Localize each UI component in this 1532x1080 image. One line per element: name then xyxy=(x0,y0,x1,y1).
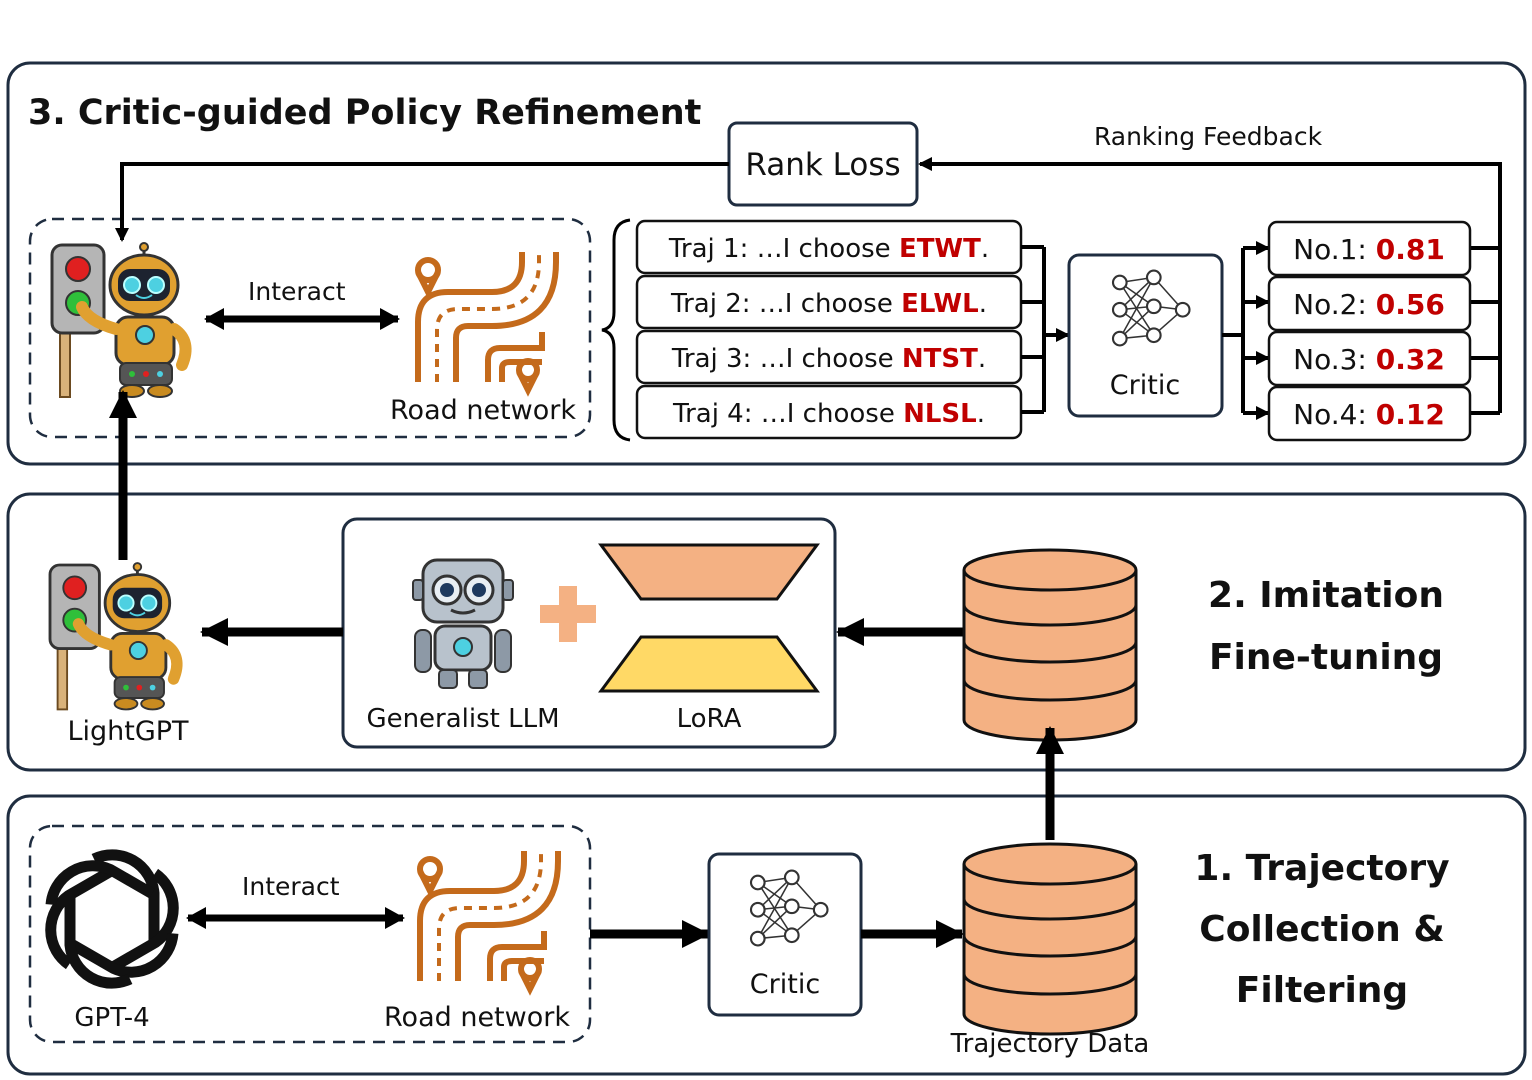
panel-trajectory-collection xyxy=(6,794,1527,1076)
rank-box-4 xyxy=(1267,385,1472,442)
panel2-title-line1: 2. Imitation xyxy=(1208,575,1444,616)
traj-text-2: Traj 2: …I choose ELWL. xyxy=(670,289,987,319)
lora-top-trapezoid xyxy=(598,543,820,601)
lightgpt-label: LightGPT xyxy=(67,716,189,747)
critic-label-top: Critic xyxy=(1110,370,1180,401)
trajectory-list: Traj 1: …I choose ETWT. Traj 2: …I choos… xyxy=(635,219,1023,440)
gpt4-logo-icon xyxy=(45,849,179,989)
traj-to-critic-connectors xyxy=(1021,245,1046,414)
traj-text-1: Traj 1: …I choose ETWT. xyxy=(668,234,989,264)
interact-label-top: Interact xyxy=(248,277,346,306)
traj-text-3: Traj 3: …I choose NTST. xyxy=(671,344,986,374)
lora-label: LoRA xyxy=(677,704,742,734)
feedback-line xyxy=(918,157,1502,250)
panel1-title-line1: 1. Trajectory xyxy=(1194,848,1449,889)
trajectory-data-label: Trajectory Data xyxy=(950,1029,1150,1059)
lightgpt-robot-icon-mid xyxy=(50,563,177,709)
critic-to-ranks-connectors xyxy=(1222,248,1245,413)
rank-text-1: No.1: 0.81 xyxy=(1293,233,1445,266)
road-network-label-top: Road network xyxy=(390,395,576,426)
generalist-llm-label: Generalist LLM xyxy=(366,704,559,734)
traj-text-4: Traj 4: …I choose NLSL. xyxy=(672,399,985,429)
rank-box-1 xyxy=(1267,220,1472,277)
rank-text-4: No.4: 0.12 xyxy=(1293,398,1445,431)
rank-box-3 xyxy=(1267,330,1472,387)
rank-text-3: No.3: 0.32 xyxy=(1293,343,1445,376)
rank-box-2 xyxy=(1267,275,1472,332)
lora-bottom-trapezoid xyxy=(598,635,820,693)
lightgpt-robot-icon xyxy=(52,243,186,397)
trajectory-database-icon-bottom xyxy=(962,842,1138,1036)
interact-label-bottom: Interact xyxy=(242,872,340,901)
panel2-title-line2: Fine-tuning xyxy=(1209,637,1443,678)
road-network-icon-bottom xyxy=(420,851,558,989)
trajectory-brace xyxy=(601,218,631,442)
rank-list: No.1: 0.81 No.2: 0.56 No.3: 0.32 No.4: 0… xyxy=(1267,220,1472,442)
trajectory-database-icon-mid xyxy=(962,548,1138,742)
ranking-feedback-label: Ranking Feedback xyxy=(1094,122,1323,151)
panel3-title: 3. Critic-guided Policy Refinement xyxy=(28,93,701,133)
panel1-title-line2: Collection & xyxy=(1199,909,1444,950)
road-network-label-bottom: Road network xyxy=(384,1002,570,1033)
panel-imitation-finetuning xyxy=(6,492,1527,772)
generalist-llm-robot-icon xyxy=(412,558,514,689)
panel1-title-line3: Filtering xyxy=(1236,970,1408,1011)
road-network-icon-top xyxy=(418,252,556,390)
gpt4-label: GPT-4 xyxy=(74,1003,149,1033)
rank-loss-label: Rank Loss xyxy=(745,147,900,183)
panel-critic-refinement xyxy=(6,61,1527,466)
rank-loss-to-agent xyxy=(115,162,729,242)
plus-icon xyxy=(540,586,596,642)
critic-label-bottom: Critic xyxy=(750,969,820,1000)
rank-text-2: No.2: 0.56 xyxy=(1293,288,1445,321)
